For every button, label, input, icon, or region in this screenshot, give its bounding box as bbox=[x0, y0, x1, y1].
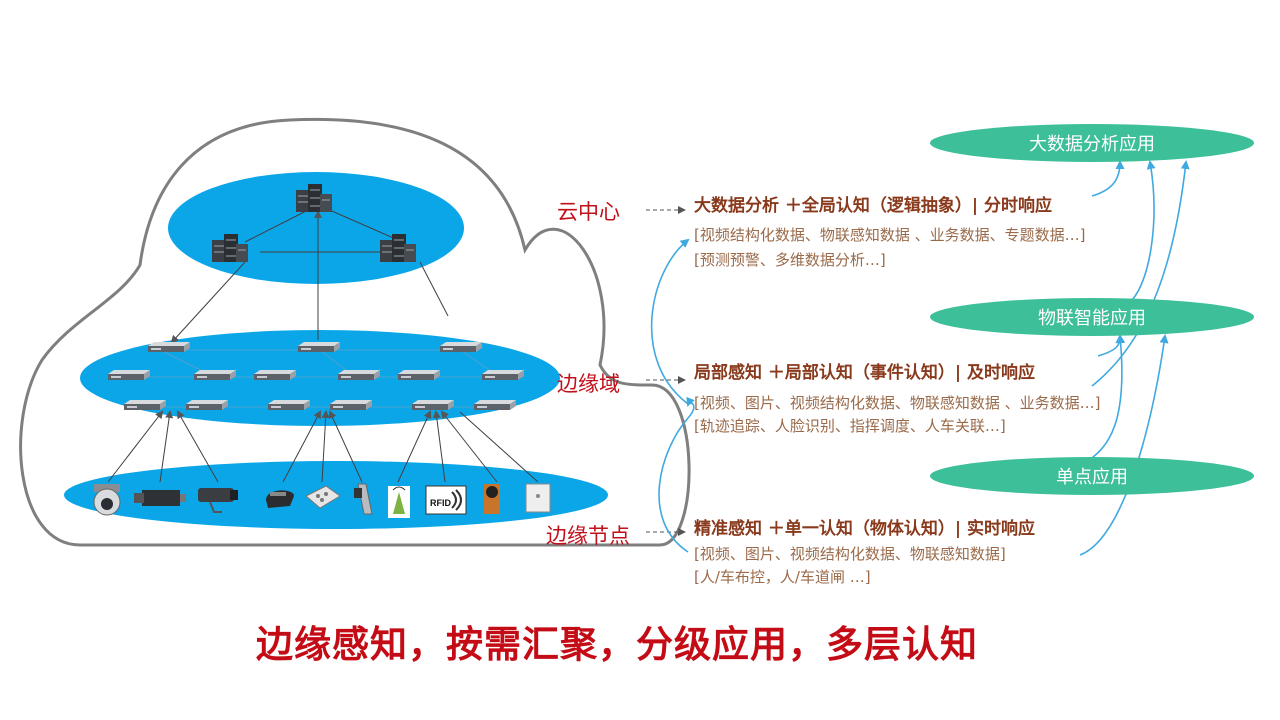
uplinks bbox=[170, 210, 449, 344]
slogan-text: 边缘感知，按需汇聚，分级应用，多层认知 bbox=[256, 623, 978, 666]
edge-server-icon bbox=[194, 370, 236, 380]
edge-server-icon bbox=[298, 342, 340, 352]
control-box-icon bbox=[525, 483, 551, 513]
edge-domain-main-text: 局部感知 ＋局部认知（事件认知）| 及时响应 bbox=[694, 363, 1036, 383]
cloud-outline bbox=[19, 117, 691, 547]
rfid-text: RFID bbox=[430, 498, 451, 508]
edge-domain-detail-apps: [轨迹追踪、人脸识别、指挥调度、人车关联…] bbox=[694, 417, 1006, 435]
box-camera-icon bbox=[134, 490, 186, 506]
edge-server-icon bbox=[398, 370, 440, 380]
label-edge-domain: 边缘域 bbox=[557, 372, 620, 396]
device-links bbox=[107, 410, 539, 483]
access-reader-icon bbox=[266, 490, 294, 508]
edge-server-icon bbox=[474, 400, 516, 410]
big-data-app-pill: 大数据分析应用 bbox=[930, 124, 1254, 162]
edge-node-main-text: 精准感知 ＋单一认知（物体认知）| 实时响应 bbox=[694, 519, 1036, 539]
edge-server-icon bbox=[186, 400, 228, 410]
video-camera-icon bbox=[484, 484, 500, 514]
bullet-camera-icon bbox=[198, 488, 238, 513]
label-cloud-center: 云中心 bbox=[557, 200, 620, 224]
cloud-main-text: 大数据分析 ＋全局认知（逻辑抽象）| 分时响应 bbox=[694, 196, 1053, 216]
edge-server-icon bbox=[440, 342, 482, 352]
single-app-pill: 单点应用 bbox=[930, 457, 1254, 495]
big-data-app-label: 大数据分析应用 bbox=[1029, 134, 1155, 155]
iot-app-pill: 物联智能应用 bbox=[930, 298, 1254, 336]
edge-server-icon bbox=[268, 400, 310, 410]
edge-node-detail-data: [视频、图片、视频结构化数据、物联感知数据] bbox=[694, 545, 1006, 563]
edge-server-icon bbox=[338, 370, 380, 380]
rfid-reader-icon bbox=[425, 485, 467, 515]
probe-sensor-icon bbox=[354, 483, 373, 515]
edge-server-icon bbox=[330, 400, 372, 410]
cloud-detail-apps: [预测预警、多维数据分析…] bbox=[694, 251, 886, 269]
edge-server-icon bbox=[148, 342, 190, 352]
single-app-label: 单点应用 bbox=[1056, 467, 1128, 488]
cloud-detail-data: [视频结构化数据、物联感知数据 、业务数据、专题数据…] bbox=[694, 226, 1086, 244]
edge-server-icon bbox=[108, 370, 150, 380]
edge-server-icon bbox=[412, 400, 454, 410]
label-edge-node: 边缘节点 bbox=[546, 524, 630, 548]
edge-server-icon bbox=[254, 370, 296, 380]
keypad-icon bbox=[305, 485, 341, 509]
iot-app-label: 物联智能应用 bbox=[1038, 308, 1146, 329]
edge-domain-detail-data: [视频、图片、视频结构化数据、物联感知数据 、业务数据…] bbox=[694, 394, 1101, 412]
wireless-sensor-icon bbox=[388, 486, 410, 518]
dome-camera-icon bbox=[93, 484, 121, 516]
edge-node-detail-apps: [人/车布控，人/车道闸 …] bbox=[694, 568, 871, 586]
edge-server-icon bbox=[124, 400, 166, 410]
edge-server-icon bbox=[482, 370, 524, 380]
label-arrows bbox=[646, 206, 686, 536]
